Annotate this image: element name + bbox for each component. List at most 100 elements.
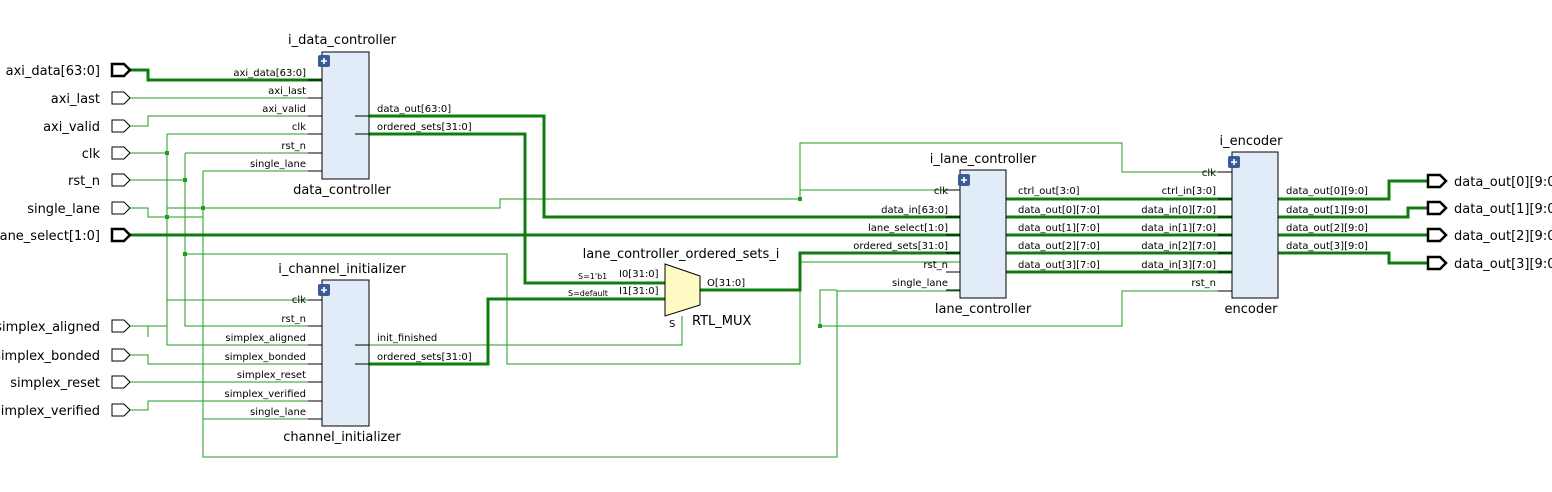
pin-label: single_lane [892,278,948,289]
svg-text:axi_valid: axi_valid [43,120,100,135]
pin-label: rst_n [923,260,948,271]
block-lane-controller[interactable]: i_lane_controller clk data_in[63:0] lane… [853,152,1100,317]
port-axi-last[interactable]: axi_last [51,91,131,107]
block-body [321,279,370,427]
pin-label: data_out[2][7:0] [1018,241,1100,252]
module-name: channel_initializer [283,430,401,445]
svg-text:rst_n: rst_n [68,174,100,189]
port-simplex-bonded[interactable]: simplex_bonded [0,348,131,364]
expand-icon[interactable] [958,174,970,186]
port-clk[interactable]: clk [82,146,131,162]
net-simplex-bonded[interactable] [130,354,322,365]
pin-label: data_out[2][9:0] [1286,223,1368,234]
junction-dot [201,206,205,210]
pin-label: data_in[3][7:0] [1141,260,1216,271]
port-data-out-3[interactable]: data_out[3][9:0] [1426,255,1552,272]
net-dc-data-out[interactable] [369,114,960,219]
net-axi-valid[interactable] [130,115,322,127]
svg-text:data_out[1][9:0]: data_out[1][9:0] [1454,202,1552,217]
net-enc-out1[interactable] [1278,206,1428,219]
port-simplex-aligned[interactable]: simplex_aligned [0,319,131,335]
net-clk[interactable] [130,133,1232,345]
net-single-lane[interactable] [130,170,960,458]
pin-label: data_out[0][7:0] [1018,205,1100,216]
pin-label: data_in[2][7:0] [1141,241,1216,252]
instance-name: i_channel_initializer [278,262,406,277]
svg-text:axi_last: axi_last [51,92,100,107]
port-rst-n[interactable]: rst_n [68,173,131,189]
port-single-lane[interactable]: single_lane [27,201,131,217]
block-channel-initializer[interactable]: i_channel_initializer clk rst_n simplex_… [224,262,471,445]
pin-label: ctrl_in[3:0] [1162,186,1216,197]
pin-label: lane_select[1:0] [868,223,948,234]
pin-label: data_out[3][7:0] [1018,260,1100,271]
pin-label: simplex_reset [237,370,306,381]
mux-sel-1-label: S=default [568,289,608,298]
pin-label: ctrl_out[3:0] [1018,186,1080,197]
pin-label: data_out[1][7:0] [1018,223,1100,234]
pin-label: data_out[3][9:0] [1286,241,1368,252]
pin-label: clk [292,122,306,133]
pin-label: ordered_sets[31:0] [853,241,948,252]
pin-label: data_out[63:0] [377,104,451,115]
block-encoder[interactable]: i_encoder clk ctrl_in[3:0] data_in[0][7:… [1141,134,1368,317]
pin-label: data_out[0][9:0] [1286,186,1368,197]
junction-dot [165,215,169,219]
net-enc-out0[interactable] [1278,179,1428,201]
input-ports: axi_data[63:0] axi_last axi_valid clk rs… [0,62,132,419]
pin-label: data_in[0][7:0] [1141,205,1216,216]
pin-label: clk [1202,168,1216,179]
mux-sel-0-label: S=1'b1 [578,272,607,281]
svg-text:simplex_bonded: simplex_bonded [0,349,100,364]
svg-text:data_out[2][9:0]: data_out[2][9:0] [1454,229,1552,244]
net-dc-ordered-sets[interactable] [369,132,665,285]
port-lane-select[interactable]: lane_select[1:0] [0,227,132,244]
mux-select: S [669,319,675,330]
svg-text:single_lane: single_lane [27,202,100,217]
pin-label: data_in[63:0] [881,205,948,216]
mux-type: RTL_MUX [692,314,752,329]
junction-dot [798,197,802,201]
block-body [959,169,1007,299]
block-ordered-sets-mux[interactable]: lane_controller_ordered_sets_i S=1'b1 S=… [568,247,779,330]
output-ports: data_out[0][9:0] data_out[1][9:0] data_o… [1426,173,1552,272]
pin-label: axi_data[63:0] [233,68,306,79]
block-body [1231,151,1279,299]
net-simplex-verified[interactable] [130,400,322,411]
pin-label: single_lane [250,407,306,418]
svg-text:simplex_reset: simplex_reset [10,376,100,391]
mux-output: O[31:0] [707,278,745,289]
module-name: data_controller [293,183,391,198]
svg-text:data_out[0][9:0]: data_out[0][9:0] [1454,175,1552,190]
port-data-out-0[interactable]: data_out[0][9:0] [1426,173,1552,190]
expand-icon[interactable] [318,284,330,296]
pin-label: axi_valid [262,104,306,115]
pin-label: axi_last [268,86,306,97]
net-simplex-aligned-b [130,325,149,337]
net-enc-out3[interactable] [1278,251,1428,265]
net-axi-data[interactable] [130,68,322,82]
junction-dot [165,151,169,155]
junctions [165,151,822,328]
expand-icon[interactable] [318,55,330,67]
block-data-controller[interactable]: i_data_controller axi_data[63:0] axi_las… [233,33,471,198]
svg-text:simplex_verified: simplex_verified [0,404,100,419]
port-axi-valid[interactable]: axi_valid [43,119,131,135]
expand-icon[interactable] [1228,156,1240,168]
net-rst-n[interactable] [130,152,1232,365]
net-ci-ordered-sets[interactable] [369,297,665,366]
port-simplex-verified[interactable]: simplex_verified [0,403,131,419]
instance-name: i_lane_controller [930,152,1037,167]
port-data-out-1[interactable]: data_out[1][9:0] [1426,200,1552,217]
port-simplex-reset[interactable]: simplex_reset [10,375,131,391]
module-name: lane_controller [935,302,1032,317]
mux-input-0: I0[31:0] [619,269,659,280]
port-axi-data[interactable]: axi_data[63:0] [6,62,132,79]
pin-label: data_in[1][7:0] [1141,223,1216,234]
net-mux-out[interactable] [700,251,960,292]
net-init-finished[interactable] [369,316,683,346]
junction-dot [818,324,822,328]
port-data-out-2[interactable]: data_out[2][9:0] [1426,227,1552,244]
pin-label: init_finished [377,333,437,344]
